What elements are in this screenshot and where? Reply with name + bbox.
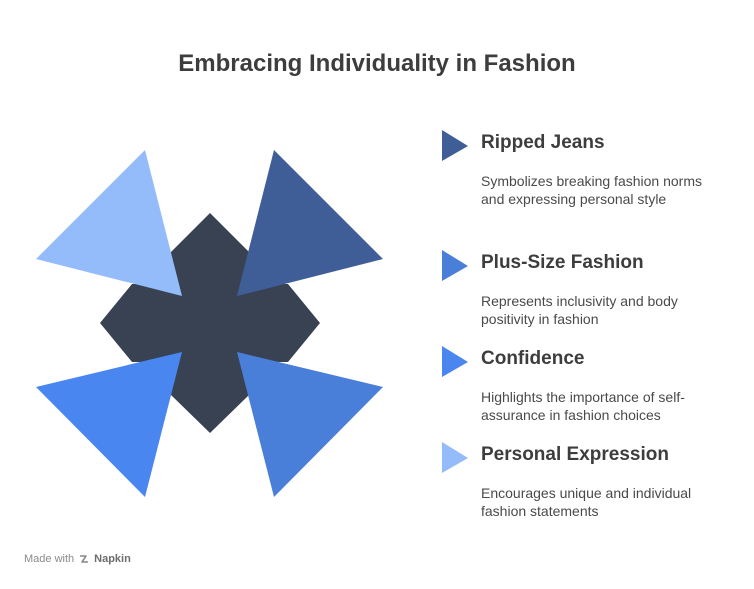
triangle-bottom-left [36,352,182,497]
napkin-brand: Napkin [94,553,131,565]
item-description: Highlights the importance of self-assura… [481,389,685,423]
item-description: Encourages unique and individual fashion… [481,485,692,519]
list-item-personal-expression: Personal Expression Encourages unique an… [442,442,742,519]
triangle-top-right [237,150,383,296]
list-item-ripped-jeans: Ripped Jeans Symbolizes breaking fashion… [442,130,742,207]
list-item-plus-size-fashion: Plus-Size Fashion Represents inclusivity… [442,250,742,327]
made-with-footer: Made with Napkin [24,553,131,565]
triangle-bottom-right [237,352,383,497]
play-triangle-icon [442,442,468,473]
item-title: Confidence [481,348,585,369]
item-description: Symbolizes breaking fashion norms and ex… [481,173,702,207]
center-shape [100,213,320,433]
triangle-top-left [36,150,182,296]
item-description: Represents inclusivity and body positivi… [481,293,678,327]
play-triangle-icon [442,130,468,161]
diagram-title: Embracing Individuality in Fashion [178,50,576,77]
list-item-confidence: Confidence Highlights the importance of … [442,346,742,423]
made-with-label: Made with [24,553,75,565]
play-triangle-icon [442,346,468,377]
napkin-logo-icon [80,555,89,563]
play-triangle-icon [442,250,468,281]
item-title: Plus-Size Fashion [481,252,644,273]
item-title: Ripped Jeans [481,132,605,153]
item-title: Personal Expression [481,444,669,465]
